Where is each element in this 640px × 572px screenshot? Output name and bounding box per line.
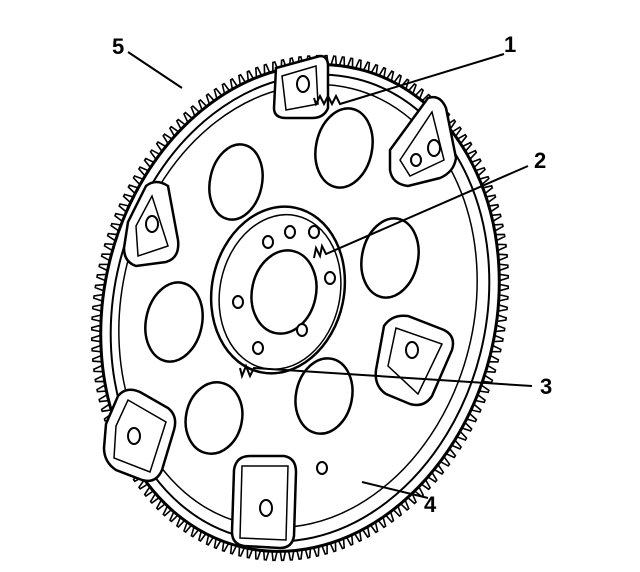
- lightening-hole: [144, 281, 204, 363]
- mounting-pad-upper-right: [388, 95, 458, 188]
- callout-label-2: 2: [534, 148, 546, 173]
- mounting-pad-top: [272, 54, 330, 120]
- callout-label-3: 3: [540, 374, 552, 399]
- mounting-pad-lower-left: [102, 388, 177, 483]
- leader-line-4: [361, 481, 429, 499]
- lightening-hole: [314, 107, 374, 189]
- callout-label-4: 4: [424, 492, 437, 517]
- leader-line-5: [127, 51, 183, 89]
- plate-small-hole: [410, 153, 422, 167]
- lightening-hole: [208, 143, 264, 221]
- lightening-hole: [360, 217, 420, 299]
- callout-label-5: 5: [112, 34, 124, 59]
- leader-line-3: [239, 363, 533, 387]
- callout-label-1: 1: [504, 32, 516, 57]
- leader-line-2: [313, 165, 529, 260]
- crank-bolt-holes: [232, 225, 336, 355]
- lightening-hole: [184, 381, 244, 455]
- leader-line-1: [313, 53, 505, 107]
- center-bore: [250, 249, 318, 335]
- plate-small-hole: [316, 461, 328, 475]
- mounting-pad-bottom: [230, 454, 298, 550]
- mounting-pad-right: [374, 314, 455, 407]
- lightening-hole: [294, 357, 354, 435]
- mounting-pad-left: [122, 180, 180, 268]
